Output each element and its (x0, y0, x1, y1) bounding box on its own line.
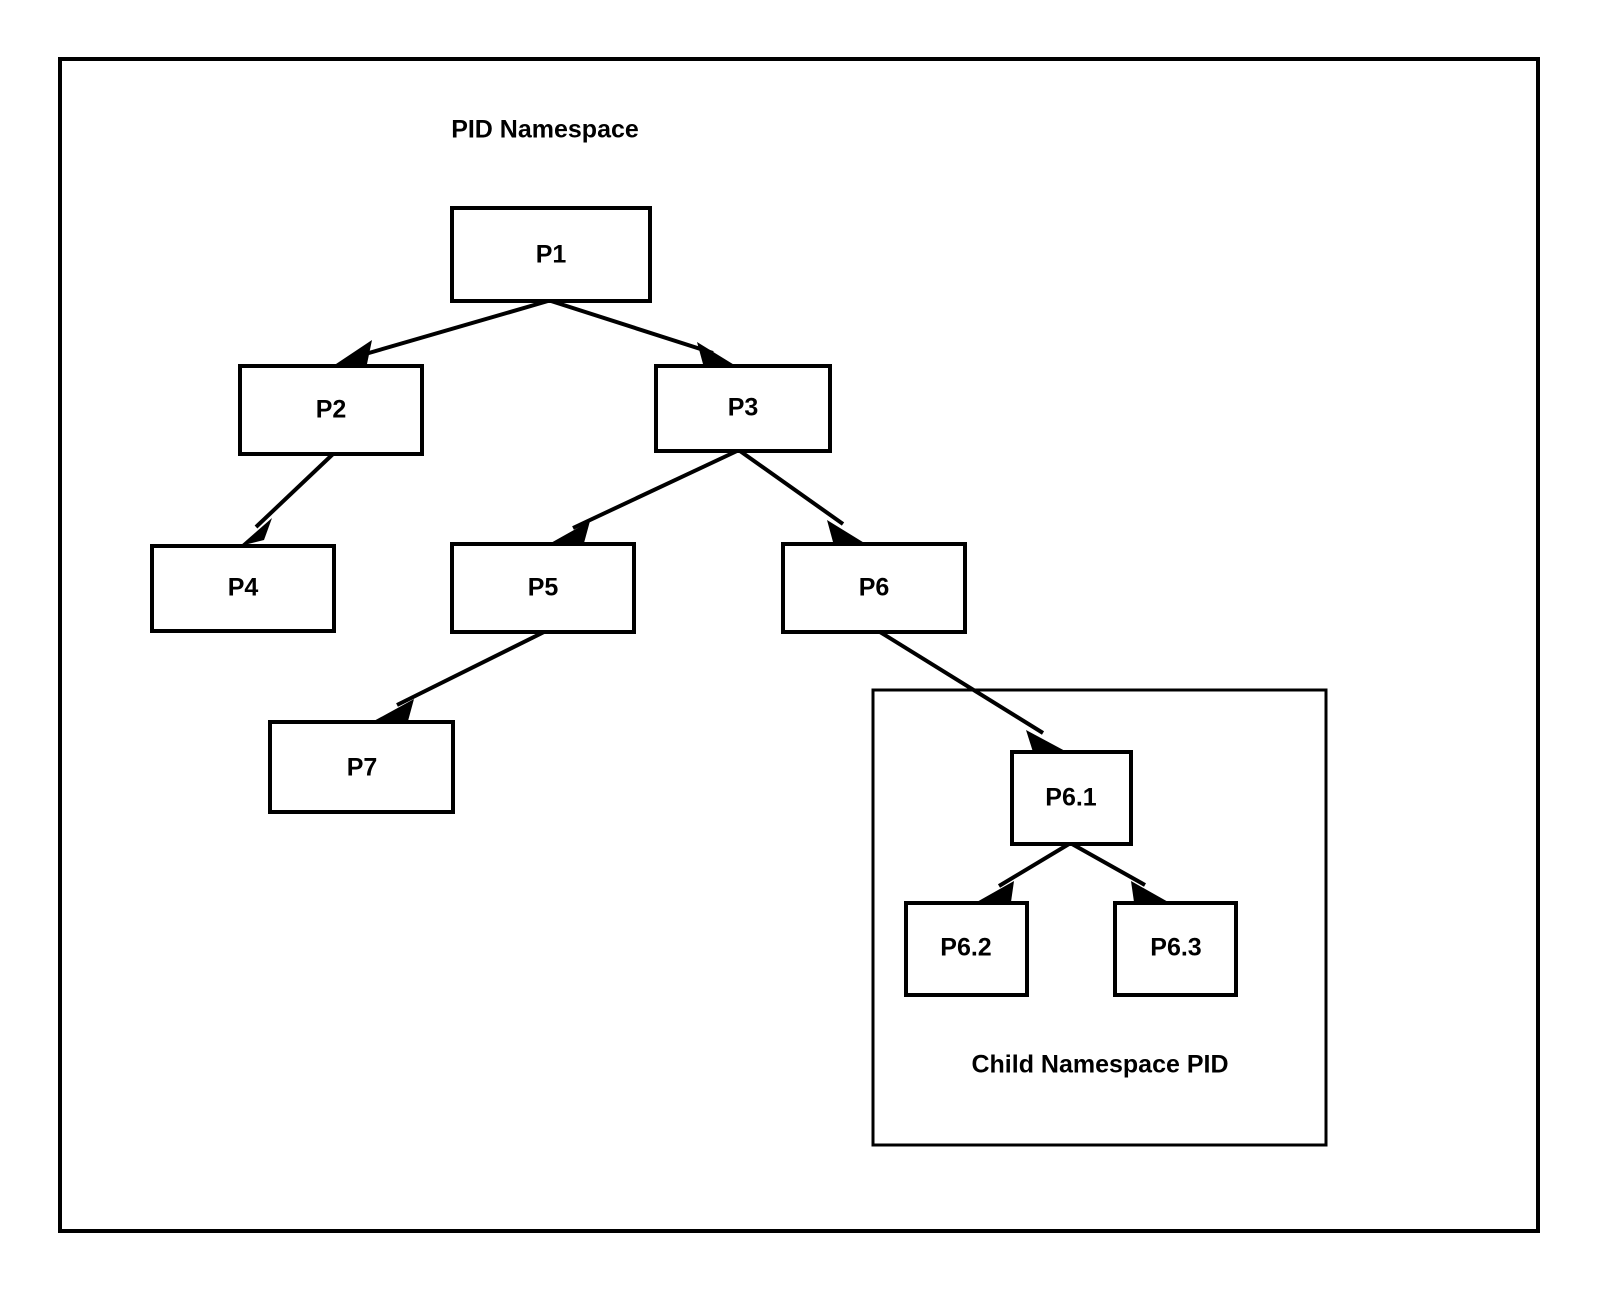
node-p6-1[interactable]: P6.1 (1010, 750, 1133, 846)
node-p3[interactable]: P3 (654, 364, 832, 453)
edge-p6-1-p6-3 (1071, 842, 1170, 903)
edge-p3-p5 (549, 449, 738, 544)
node-p2-label: P2 (316, 396, 347, 424)
node-p1-label: P1 (536, 241, 567, 269)
node-p6-3[interactable]: P6.3 (1113, 901, 1238, 997)
node-p6[interactable]: P6 (781, 542, 967, 634)
node-p6-label: P6 (859, 574, 890, 602)
outer-frame (58, 57, 1540, 1233)
node-p4-label: P4 (228, 574, 259, 602)
node-p5[interactable]: P5 (450, 542, 636, 634)
edge-p6-1-p6-2 (975, 842, 1071, 903)
child-namespace-label: Child Namespace PID (971, 1051, 1228, 1079)
node-p6-1-label: P6.1 (1045, 784, 1097, 812)
node-p6-2-label: P6.2 (940, 934, 991, 962)
edge-p2-p4 (240, 452, 335, 546)
node-p7-label: P7 (347, 754, 378, 782)
node-p3-label: P3 (728, 394, 759, 422)
page-title: PID Namespace (451, 116, 639, 144)
node-p1[interactable]: P1 (450, 206, 652, 303)
edge-p1-p3 (550, 299, 736, 366)
node-p5-label: P5 (528, 574, 559, 602)
node-p4[interactable]: P4 (150, 544, 336, 633)
node-p6-3-label: P6.3 (1150, 934, 1201, 962)
edge-p3-p6 (738, 449, 866, 544)
edge-p1-p2 (333, 299, 549, 366)
child-namespace-container (871, 688, 1328, 1147)
edge-p6-p6-1 (878, 630, 1067, 752)
node-p2[interactable]: P2 (238, 364, 424, 456)
node-p7[interactable]: P7 (268, 720, 455, 814)
node-p6-2[interactable]: P6.2 (904, 901, 1029, 997)
edge-p5-p7 (372, 630, 545, 722)
